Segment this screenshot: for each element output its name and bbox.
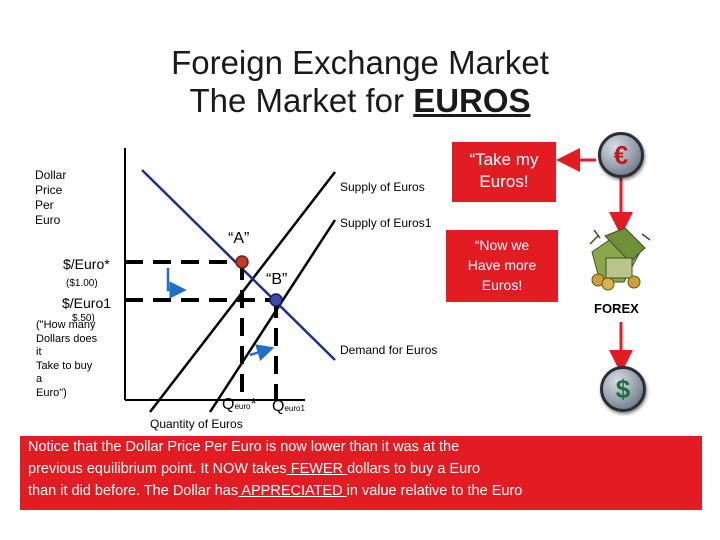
slide-title: Foreign Exchange Market The Market for E… (0, 44, 720, 120)
money-pile-icon (589, 227, 651, 291)
euro-coin-icon: € (598, 132, 644, 178)
price-label-euro-1: $/Euro1 (62, 295, 112, 311)
point-a-label: “A” (228, 230, 250, 247)
notice-line-3: than it did before. The Dollar has APPRE… (28, 483, 523, 499)
y-axis-label: Dollar Price Per Euro (35, 168, 67, 227)
question-note: ("How many Dollars does it Take to buy a… (36, 319, 98, 399)
x-axis-label: Quantity of Euros (150, 417, 243, 431)
title-line-1: Foreign Exchange Market (171, 44, 549, 81)
supply1-curve-label: Supply of Euros1 (340, 216, 432, 230)
appreciated-emphasis: APPRECIATED (238, 483, 347, 499)
price-label-euro-star: $/Euro* (63, 256, 110, 272)
price-shift-arrow (166, 268, 187, 299)
demand-curve-label: Demand for Euros (340, 343, 438, 357)
notice-line-2: previous equilibrium point. It NOW takes… (28, 461, 481, 477)
equilibrium-point-b (269, 293, 283, 307)
quantity-1-label: Qeuro1 (272, 398, 305, 415)
notice-line-1: Notice that the Dollar Price Per Euro is… (28, 439, 460, 455)
equilibrium-point-a (235, 255, 249, 269)
price-value-1: ($1.00) (66, 278, 98, 289)
quantity-star-label: Qeuro* (222, 396, 257, 413)
callout-take-my-euros: “Take my Euros! (452, 142, 556, 202)
supply-curve-label: Supply of Euros (340, 180, 425, 194)
forex-label: FOREX (594, 301, 639, 316)
supply1-curve (208, 219, 337, 413)
point-b-label: “B” (266, 271, 288, 288)
notice-box: Notice that the Dollar Price Per Euro is… (20, 436, 702, 510)
price-value-2: $.50) (72, 313, 95, 324)
quantity-shift-arrow (249, 344, 275, 361)
title-emphasis: EUROS (413, 82, 531, 119)
title-line-2: The Market for EUROS (189, 82, 531, 119)
fewer-emphasis: FEWER (286, 461, 348, 477)
callout-now-we-have: “Now we Have more Euros! (446, 230, 558, 302)
dollar-coin-icon: $ (600, 366, 646, 412)
